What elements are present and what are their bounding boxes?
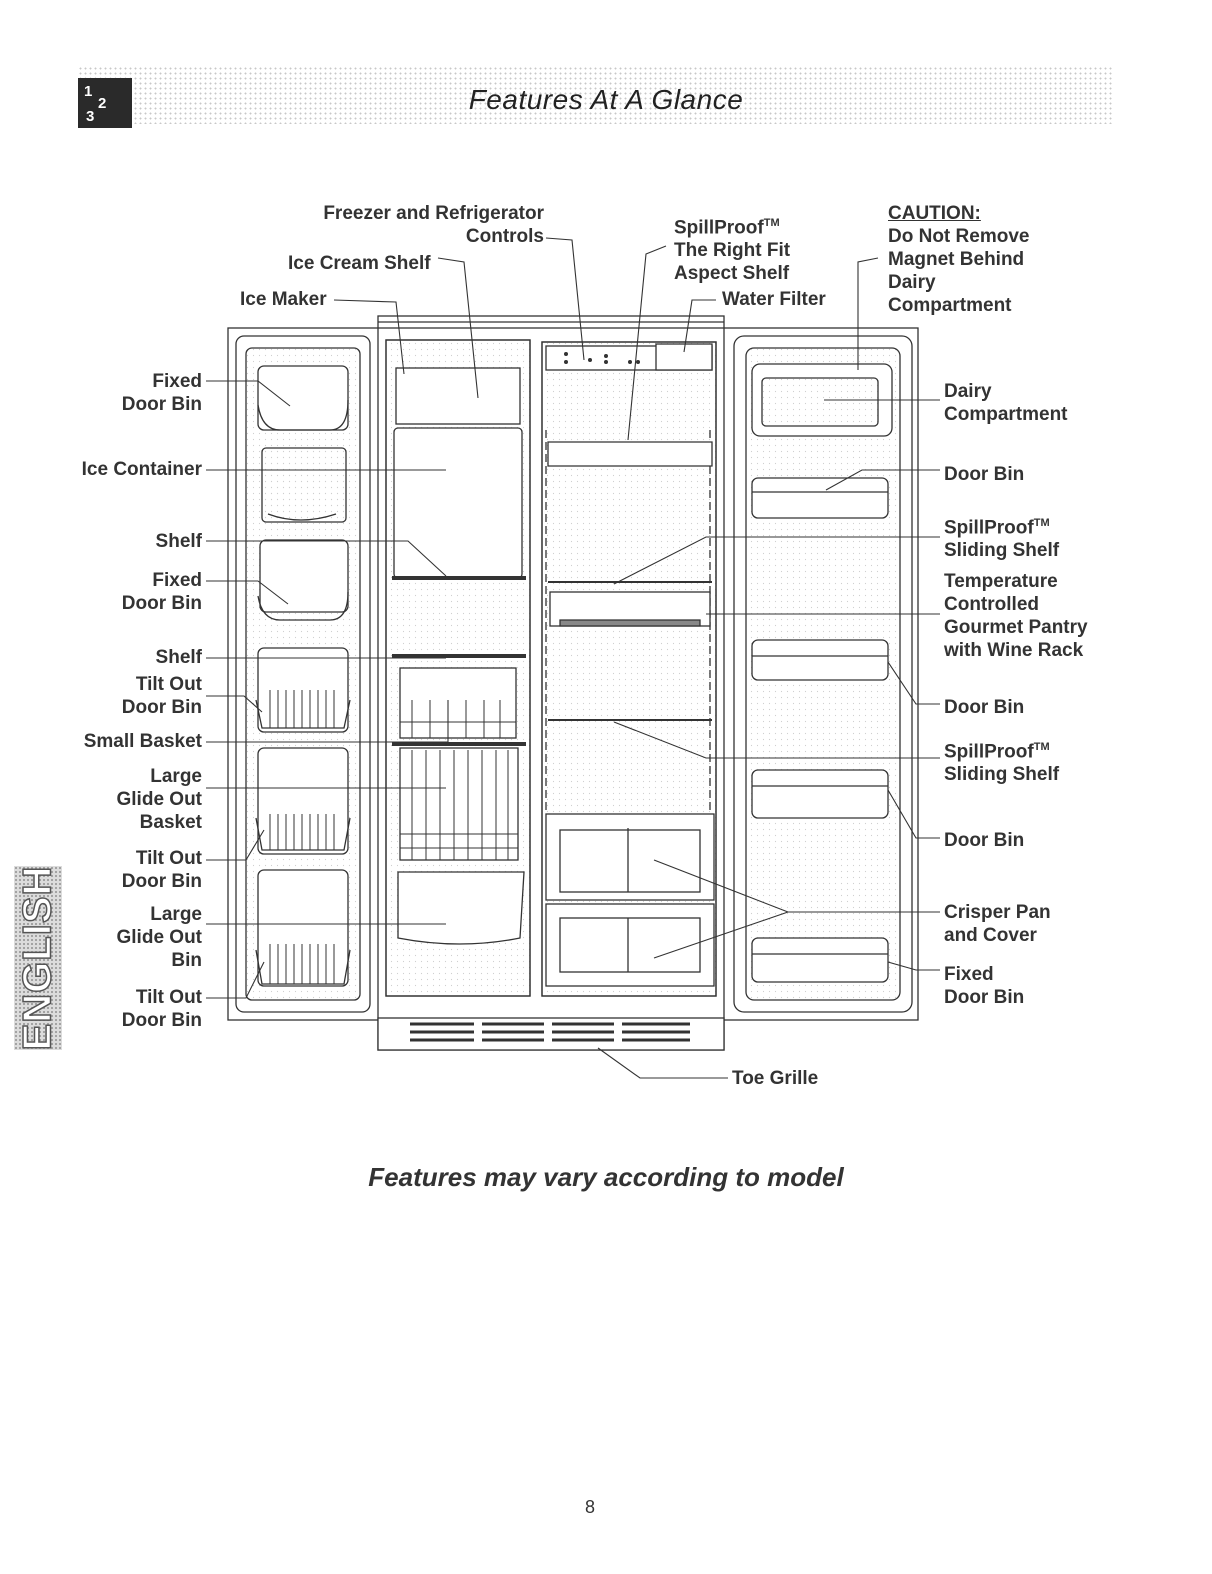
label-shelf-upper: Shelf	[155, 531, 202, 552]
label-spillproof: SpillProof	[944, 741, 1034, 763]
label-fixed: Fixed	[152, 570, 202, 591]
label-door-bin: Door Bin	[121, 871, 202, 892]
label-compartment: Compartment	[944, 404, 1068, 425]
label-door-bin-right-3: Door Bin	[944, 830, 1025, 851]
label-tilt-out: Tilt Out	[135, 674, 202, 695]
label-crisper-pan-line: Crisper Pan	[944, 902, 1051, 923]
label-basket: Basket	[139, 812, 202, 833]
toe-grille	[377, 1017, 725, 1051]
label-and-cover: and Cover	[944, 925, 1037, 946]
label-spillproof-sliding-shelf-2: SpillProofTM Sliding Shelf	[944, 736, 1059, 786]
label-door-bin: Door Bin	[121, 394, 202, 415]
step-digit-3: 3	[86, 108, 95, 125]
label-water-filter: Water Filter	[722, 289, 826, 310]
label-fixed-door-bin-middle: Fixed Door Bin	[40, 569, 202, 615]
label-toe-grille: Toe Grille	[732, 1068, 819, 1089]
label-fixed: Fixed	[944, 964, 994, 985]
label-ice-cream-shelf: Ice Cream Shelf	[288, 253, 431, 274]
label-tilt-out: Tilt Out	[135, 848, 202, 869]
caution-line-2: Magnet Behind	[888, 249, 1025, 270]
label-freezer-controls: Freezer and Refrigerator Controls	[300, 202, 544, 248]
label-spillproof: SpillProof	[944, 517, 1034, 539]
caution-heading: CAUTION:	[888, 203, 981, 224]
refrigerator-door	[733, 335, 913, 1013]
header-band	[78, 66, 1112, 124]
label-tilt-out-door-bin-2: Tilt Out Door Bin	[40, 847, 202, 893]
refrigerator-compartment	[541, 341, 717, 997]
label-sliding-shelf: Sliding Shelf	[944, 540, 1060, 562]
label-freezer-controls-line1: Freezer and Refrigerator	[323, 203, 544, 224]
label-large: Large	[150, 904, 202, 925]
label-door-bin-right-2: Door Bin	[944, 697, 1025, 718]
label-gourmet-pantry-line: Gourmet Pantry	[944, 617, 1088, 638]
steps-icon: 1 2 3	[78, 78, 132, 128]
label-temperature: Temperature	[944, 571, 1058, 592]
label-glide-out: Glide Out	[116, 927, 203, 948]
trademark-mark: TM	[1033, 517, 1050, 529]
label-ice-container: Ice Container	[81, 459, 202, 480]
label-sliding-shelf: Sliding Shelf	[944, 764, 1060, 786]
label-freezer-controls-line2: Controls	[465, 226, 544, 247]
label-fixed: Fixed	[152, 371, 202, 392]
page-number: 8	[584, 1497, 595, 1517]
label-crisper-pan: Crisper Pan and Cover	[944, 901, 1051, 947]
label-wine-rack: with Wine Rack	[944, 640, 1084, 661]
freezer-door	[235, 335, 371, 1013]
caution-line-1: Do Not Remove	[888, 226, 1030, 247]
label-dairy-compartment: Dairy Compartment	[944, 380, 1068, 426]
label-spillproof-right-fit: SpillProofTM The Right Fit Aspect Shelf	[674, 212, 790, 285]
label-controlled: Controlled	[944, 594, 1039, 615]
label-bin: Bin	[171, 950, 202, 971]
label-small-basket: Small Basket	[83, 731, 202, 752]
step-digit-1: 1	[84, 83, 93, 100]
label-aspect-shelf: Aspect Shelf	[674, 263, 790, 285]
label-right-fit: The Right Fit	[674, 240, 791, 262]
label-tilt-out-door-bin-3: Tilt Out Door Bin	[40, 986, 202, 1032]
label-spillproof-sliding-shelf-1: SpillProofTM Sliding Shelf	[944, 512, 1059, 562]
label-tilt-out: Tilt Out	[135, 987, 202, 1008]
label-large-glide-out-basket: Large Glide Out Basket	[40, 765, 203, 834]
label-caution: CAUTION: Do Not Remove Magnet Behind Dai…	[888, 202, 1029, 317]
trademark-mark: TM	[763, 217, 780, 229]
model-variation-note: Features may vary according to model	[368, 1162, 844, 1192]
label-dairy: Dairy	[944, 381, 992, 402]
label-door-bin: Door Bin	[944, 987, 1025, 1008]
label-tilt-out-door-bin-1: Tilt Out Door Bin	[40, 673, 202, 719]
label-shelf-lower: Shelf	[155, 647, 202, 668]
label-glide-out: Glide Out	[116, 789, 203, 810]
label-door-bin: Door Bin	[121, 1010, 202, 1031]
label-fixed-door-bin-right: Fixed Door Bin	[944, 963, 1024, 1009]
label-door-bin: Door Bin	[121, 593, 202, 614]
language-tab	[14, 866, 62, 1050]
label-fixed-door-bin-top: Fixed Door Bin	[40, 370, 202, 416]
trademark-mark: TM	[1033, 741, 1050, 753]
caution-line-3: Dairy	[888, 272, 936, 293]
step-digit-2: 2	[98, 95, 107, 112]
label-gourmet-pantry: Temperature Controlled Gourmet Pantry wi…	[944, 570, 1088, 662]
label-door-bin: Door Bin	[121, 697, 202, 718]
label-spillproof-right-fit-title: SpillProof	[674, 217, 764, 239]
leader-lines	[206, 237, 940, 1079]
label-door-bin-right-1: Door Bin	[944, 464, 1025, 485]
label-large-glide-out-bin: Large Glide Out Bin	[40, 903, 203, 972]
caution-line-4: Compartment	[888, 295, 1012, 316]
label-large: Large	[150, 766, 202, 787]
page-title: Features At A Glance	[468, 84, 744, 115]
label-ice-maker: Ice Maker	[240, 289, 327, 310]
freezer-compartment	[385, 339, 531, 997]
control-panel	[564, 352, 640, 364]
